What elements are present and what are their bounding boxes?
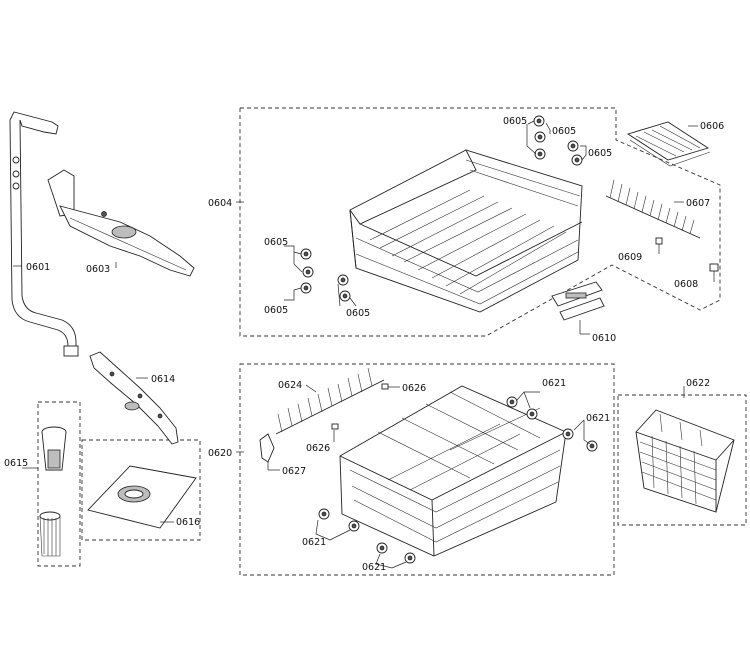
label-0616: 0616 bbox=[176, 517, 200, 528]
filter-plate-part[interactable] bbox=[87, 465, 197, 529]
cutlery-basket-group-boundary bbox=[617, 394, 747, 526]
label-0624: 0624 bbox=[278, 380, 302, 391]
cup-shelf-part[interactable] bbox=[626, 121, 711, 167]
label-0621-b: 0621 bbox=[586, 413, 610, 424]
filter-plate-group-boundary bbox=[81, 439, 201, 541]
upper-spray-arm-part[interactable] bbox=[47, 169, 195, 277]
label-0626-b: 0626 bbox=[306, 443, 330, 454]
label-0621-a: 0621 bbox=[542, 378, 566, 389]
label-0605-b: 0605 bbox=[552, 126, 576, 137]
tine-clip-part[interactable] bbox=[655, 237, 663, 245]
lower-spray-arm-part[interactable] bbox=[89, 351, 179, 445]
label-0606: 0606 bbox=[700, 121, 724, 132]
label-0605-a: 0605 bbox=[503, 116, 527, 127]
tine-holder-part[interactable] bbox=[709, 263, 719, 272]
label-0605-d: 0605 bbox=[264, 237, 288, 248]
label-0610: 0610 bbox=[592, 333, 616, 344]
label-0626-a: 0626 bbox=[402, 383, 426, 394]
label-0621-d: 0621 bbox=[362, 562, 386, 573]
filter-group-boundary bbox=[37, 401, 81, 567]
rack-adjuster-part[interactable] bbox=[551, 281, 605, 321]
label-0601: 0601 bbox=[26, 262, 50, 273]
label-0603: 0603 bbox=[86, 264, 110, 275]
folding-tine-row-part[interactable] bbox=[605, 179, 701, 239]
label-0627: 0627 bbox=[282, 466, 306, 477]
label-0604: 0604 bbox=[208, 198, 232, 209]
lower-rack-wheels-part[interactable] bbox=[318, 396, 598, 564]
label-0605-e: 0605 bbox=[264, 305, 288, 316]
cutlery-basket-part[interactable] bbox=[635, 409, 735, 513]
lower-rack-group-boundary bbox=[239, 363, 615, 576]
label-0622: 0622 bbox=[686, 378, 710, 389]
fine-filter-part[interactable] bbox=[39, 426, 67, 557]
supply-pipe-part[interactable] bbox=[9, 111, 79, 357]
label-0614: 0614 bbox=[151, 374, 175, 385]
upper-rack-group-boundary bbox=[239, 107, 721, 337]
label-0620: 0620 bbox=[208, 448, 232, 459]
tine-hinge-part[interactable] bbox=[259, 433, 275, 463]
lower-rack-part[interactable] bbox=[339, 385, 567, 557]
label-0607: 0607 bbox=[686, 198, 710, 209]
upper-rack-wheels-part[interactable] bbox=[300, 115, 583, 302]
label-0621-c: 0621 bbox=[302, 537, 326, 548]
lower-tine-clip-part[interactable] bbox=[331, 383, 389, 430]
lower-tine-row-part[interactable] bbox=[275, 367, 385, 435]
label-0605-c: 0605 bbox=[588, 148, 612, 159]
upper-rack-part[interactable] bbox=[349, 149, 583, 313]
label-0605-f: 0605 bbox=[346, 308, 370, 319]
label-0609: 0609 bbox=[618, 252, 642, 263]
label-0615: 0615 bbox=[4, 458, 28, 469]
label-0608: 0608 bbox=[674, 279, 698, 290]
